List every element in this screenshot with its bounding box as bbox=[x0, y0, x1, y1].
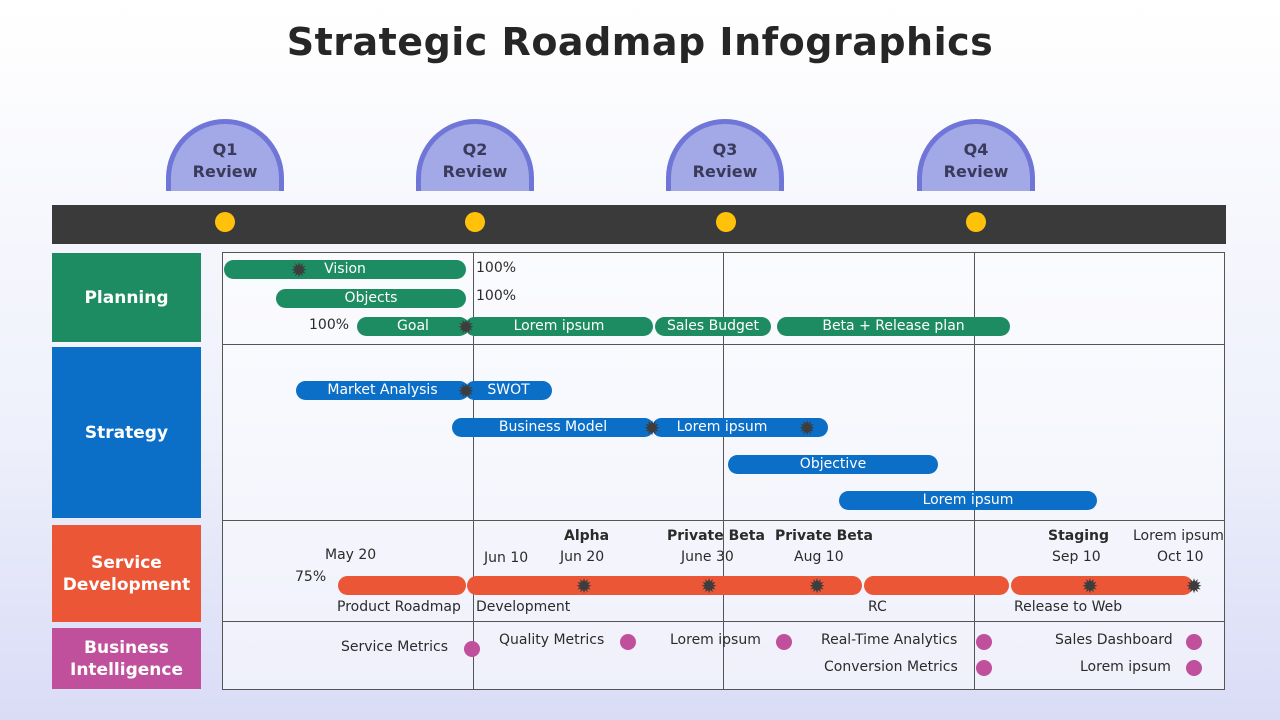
date-label: Aug 10 bbox=[794, 549, 844, 565]
bar-goal: Goal bbox=[357, 317, 469, 336]
phase-label: Product Roadmap bbox=[337, 599, 461, 615]
quarter-label: Q4 bbox=[963, 139, 989, 159]
metric-label: Quality Metrics bbox=[499, 632, 605, 648]
metric-dot bbox=[1186, 634, 1202, 650]
bar-development bbox=[467, 576, 862, 595]
quarter-label: Q1 bbox=[212, 139, 238, 159]
grid-divider bbox=[222, 520, 1225, 521]
quarter-label: Q3 bbox=[712, 139, 738, 159]
bar-market-analysis: Market Analysis bbox=[296, 381, 469, 400]
metric-label: Lorem ipsum bbox=[670, 632, 761, 648]
page-title: Strategic Roadmap Infographics bbox=[286, 20, 994, 64]
milestone-label: Lorem ipsum bbox=[1133, 528, 1224, 544]
gear-icon: ✹ bbox=[457, 379, 475, 403]
metric-label: Lorem ipsum bbox=[1080, 659, 1171, 675]
date-label: June 30 bbox=[681, 549, 734, 565]
milestone-dot-q1 bbox=[215, 212, 235, 232]
metric-dot bbox=[976, 634, 992, 650]
quarter-q4: Q4 Review bbox=[917, 119, 1035, 191]
phase-label: Development bbox=[476, 599, 571, 615]
bar-beta-release-plan: Beta + Release plan bbox=[777, 317, 1010, 336]
gear-icon: ✹ bbox=[290, 258, 308, 282]
bar-sales-budget: Sales Budget bbox=[655, 317, 771, 336]
gear-icon: ✹ bbox=[700, 574, 718, 598]
gear-icon: ✹ bbox=[643, 416, 661, 440]
category-planning: Planning bbox=[52, 253, 201, 342]
quarter-sub: Review bbox=[192, 161, 258, 181]
phase-label: RC bbox=[868, 599, 887, 615]
bar-rc bbox=[864, 576, 1009, 595]
category-strategy: Strategy bbox=[52, 347, 201, 518]
quarter-q1: Q1 Review bbox=[166, 119, 284, 191]
milestone-label: Private Beta bbox=[667, 528, 765, 544]
gear-icon: ✹ bbox=[1185, 574, 1203, 598]
pct-label: 100% bbox=[309, 317, 350, 333]
milestone-dot-q4 bbox=[966, 212, 986, 232]
date-label: Oct 10 bbox=[1157, 549, 1204, 565]
grid-divider bbox=[723, 252, 724, 690]
quarter-q3: Q3 Review bbox=[666, 119, 784, 191]
bar-vision: Vision bbox=[224, 260, 466, 279]
quarter-label: Q2 bbox=[462, 139, 488, 159]
bar-business-model: Business Model bbox=[452, 418, 654, 437]
bar-objective: Objective bbox=[728, 455, 938, 474]
grid-divider bbox=[222, 621, 1225, 622]
milestone-label: Staging bbox=[1048, 528, 1110, 544]
bar-release-to-web bbox=[1011, 576, 1193, 595]
gear-icon: ✹ bbox=[808, 574, 826, 598]
grid-divider bbox=[222, 344, 1225, 345]
metric-dot bbox=[620, 634, 636, 650]
quarter-sub: Review bbox=[442, 161, 508, 181]
milestone-label: Alpha bbox=[564, 528, 610, 544]
pct-label: 75% bbox=[295, 569, 327, 585]
pct-label: 100% bbox=[476, 288, 517, 304]
gear-icon: ✹ bbox=[457, 315, 475, 339]
milestone-label: Private Beta bbox=[775, 528, 873, 544]
phase-label: Release to Web bbox=[1014, 599, 1123, 615]
timeline-bar bbox=[52, 205, 1226, 244]
category-service-development: Service Development bbox=[52, 525, 201, 622]
metric-dot bbox=[976, 660, 992, 676]
bar-objects: Objects bbox=[276, 289, 466, 308]
bar-product-roadmap bbox=[338, 576, 466, 595]
metric-label: Conversion Metrics bbox=[824, 659, 958, 675]
milestone-dot-q2 bbox=[465, 212, 485, 232]
gear-icon: ✹ bbox=[575, 574, 593, 598]
bar-swot: SWOT bbox=[465, 381, 552, 400]
bar-lorem-ipsum: Lorem ipsum bbox=[652, 418, 828, 437]
quarter-sub: Review bbox=[943, 161, 1009, 181]
grid-divider bbox=[974, 252, 975, 690]
bar-lorem-ipsum: Lorem ipsum bbox=[465, 317, 653, 336]
metric-dot bbox=[776, 634, 792, 650]
bar-lorem-ipsum: Lorem ipsum bbox=[839, 491, 1097, 510]
date-label: Jun 20 bbox=[560, 549, 605, 565]
metric-label: Sales Dashboard bbox=[1055, 632, 1173, 648]
quarter-sub: Review bbox=[692, 161, 758, 181]
grid-divider bbox=[473, 252, 474, 690]
gear-icon: ✹ bbox=[1081, 574, 1099, 598]
metric-label: Real-Time Analytics bbox=[821, 632, 958, 648]
date-label: Jun 10 bbox=[484, 550, 529, 566]
metric-dot bbox=[464, 641, 480, 657]
category-business-intelligence: Business Intelligence bbox=[52, 628, 201, 689]
date-label: Sep 10 bbox=[1052, 549, 1101, 565]
milestone-dot-q3 bbox=[716, 212, 736, 232]
gear-icon: ✹ bbox=[798, 416, 816, 440]
pct-label: 100% bbox=[476, 260, 517, 276]
metric-dot bbox=[1186, 660, 1202, 676]
date-label: May 20 bbox=[325, 547, 377, 563]
metric-label: Service Metrics bbox=[341, 639, 449, 655]
quarter-q2: Q2 Review bbox=[416, 119, 534, 191]
